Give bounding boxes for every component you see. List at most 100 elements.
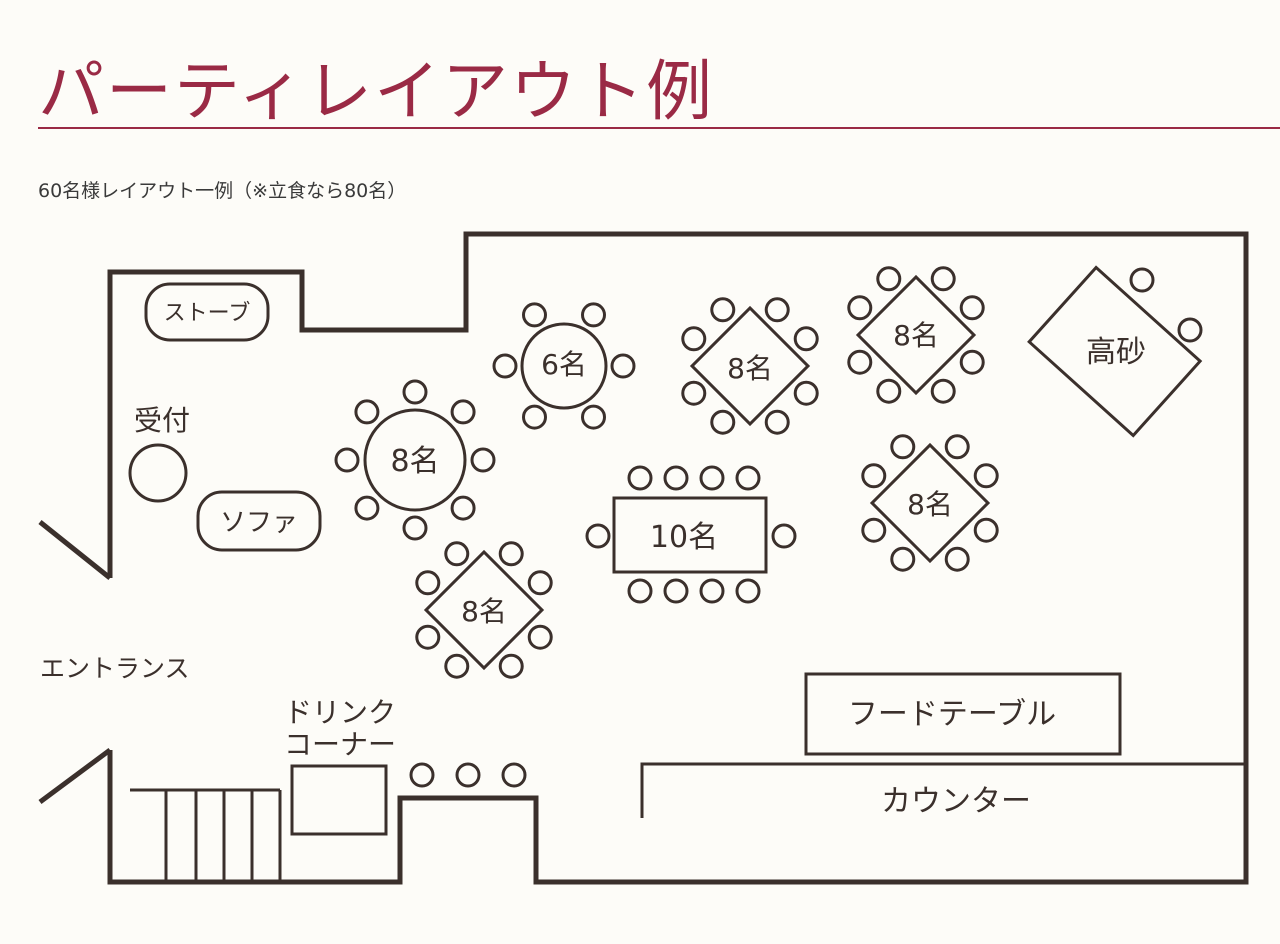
chair [1129, 267, 1155, 293]
chair [627, 578, 653, 604]
chair [402, 515, 428, 541]
layout-subtitle: 60名様レイアウト一例（※立食なら80名） [38, 180, 407, 202]
chair [527, 570, 553, 596]
square-table-8-top-right [855, 274, 977, 396]
drink-corner-label-1: ドリンク [284, 696, 396, 729]
chair [764, 409, 790, 435]
head-table-label: 高砂 [1086, 335, 1146, 370]
chair [930, 266, 956, 292]
chair [890, 434, 916, 460]
chair [610, 353, 636, 379]
square-table-8-mid-right [869, 442, 991, 564]
drink-corner-label-2: コーナー [284, 728, 396, 761]
chair [354, 495, 380, 521]
chair [415, 624, 441, 650]
table-label-square-8-top-center: 8名 [727, 352, 773, 385]
chair [930, 378, 956, 404]
table-label-round-6: 6名 [541, 348, 587, 381]
table-label-square-8-bottom-left: 8名 [461, 595, 507, 628]
chair [663, 578, 689, 604]
chair [861, 463, 887, 489]
chair [710, 409, 736, 435]
labels: ストーブ 受付 ソファ エントランス ドリンク コーナー フードテーブル カウン… [40, 301, 1146, 819]
counter-label: カウンター [881, 784, 1031, 819]
table-label-round-8: 8名 [390, 444, 439, 479]
title-divider [38, 127, 1280, 129]
chair [663, 465, 689, 491]
tables-layer [334, 265, 1203, 679]
chair [699, 578, 725, 604]
table-label-long-10: 10名 [650, 520, 718, 555]
chair [699, 465, 725, 491]
table-label-square-8-mid-right: 8名 [907, 488, 953, 521]
chair [334, 447, 360, 473]
chair [681, 380, 707, 406]
chair [973, 463, 999, 489]
chair [581, 302, 606, 328]
chair [402, 379, 428, 405]
chair [959, 295, 985, 321]
chair [354, 399, 380, 425]
stove-label: ストーブ [164, 301, 251, 326]
chair [959, 349, 985, 375]
chair [735, 578, 761, 604]
chair [847, 349, 873, 375]
sofa-label: ソファ [220, 508, 298, 538]
reception-desk [128, 443, 188, 503]
head-table [1027, 265, 1203, 438]
reception-label: 受付 [134, 404, 190, 437]
chair [710, 297, 736, 323]
chair [498, 653, 524, 679]
chair [944, 546, 970, 572]
food-table-box [804, 672, 1122, 756]
chair [735, 465, 761, 491]
round-table-6 [520, 322, 608, 410]
chair [498, 541, 524, 567]
chair [764, 297, 790, 323]
chair [1177, 317, 1203, 343]
chair [890, 546, 916, 572]
chair [771, 523, 797, 549]
chair [627, 465, 653, 491]
entrance-door-lower [38, 747, 112, 805]
food-table-label: フードテーブル [848, 697, 1056, 732]
chair [581, 404, 606, 430]
outer-wall [107, 231, 1249, 885]
chair [450, 495, 476, 521]
chair [793, 326, 819, 352]
chair [450, 399, 476, 425]
stairs [130, 788, 282, 882]
chair [444, 653, 470, 679]
chair [527, 624, 553, 650]
chair [973, 517, 999, 543]
entrance-label: エントランス [40, 654, 190, 683]
chair [847, 295, 873, 321]
chair [470, 447, 496, 473]
round-table-8 [363, 408, 467, 512]
chair [585, 523, 611, 549]
chair [415, 570, 441, 596]
stove-box [144, 282, 270, 342]
square-table-8-top-center [689, 305, 811, 427]
long-table-10 [612, 496, 768, 574]
walls [38, 231, 1249, 885]
chair [681, 326, 707, 352]
chair [492, 353, 518, 379]
counter-outline [640, 762, 1246, 818]
sofa-box [196, 490, 322, 552]
entrance-door-upper [38, 520, 112, 580]
fixtures [128, 282, 1246, 882]
drink-corner-stools [409, 762, 527, 788]
drink-corner-box [290, 764, 388, 836]
chair [522, 404, 547, 430]
chair [793, 380, 819, 406]
page-title: パーティレイアウト例 [38, 53, 715, 130]
chair [944, 434, 970, 460]
chair [861, 517, 887, 543]
chair [522, 302, 547, 328]
square-table-8-bottom-left [423, 549, 545, 671]
chair [876, 266, 902, 292]
table-label-square-8-top-right: 8名 [893, 319, 939, 352]
chair [876, 378, 902, 404]
